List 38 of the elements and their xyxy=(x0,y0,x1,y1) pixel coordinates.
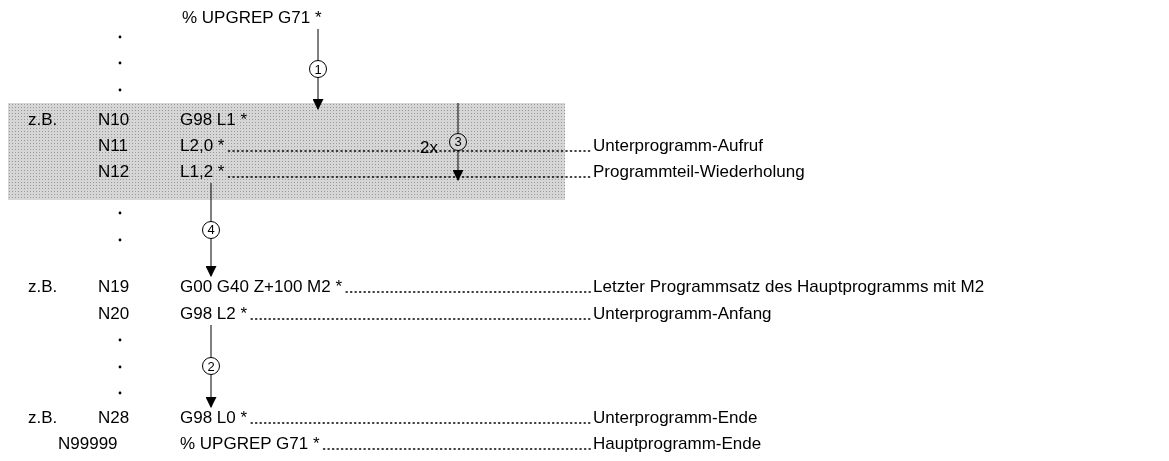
code-line: % UPGREP G71 * xyxy=(180,433,320,455)
code-line: % UPGREP G71 * xyxy=(182,7,322,29)
block-number: N19 xyxy=(98,276,130,298)
leader-line xyxy=(345,291,592,293)
example-marker: z.B. xyxy=(28,407,58,429)
block-number: N10 xyxy=(98,109,130,131)
leader-line xyxy=(227,176,592,178)
code-line: G98 L1 * xyxy=(180,109,470,131)
block-number: N12 xyxy=(98,161,130,183)
code-line: L2,0 * xyxy=(180,135,225,157)
description-text: Programmteil-Wiederholung xyxy=(593,161,805,183)
description-text: Hauptprogramm-Ende xyxy=(593,433,762,455)
block-number: N99999 xyxy=(58,433,118,455)
block-number: N28 xyxy=(98,407,130,429)
code-line: G00 G40 Z+100 M2 * xyxy=(180,276,343,298)
leader-line xyxy=(250,318,592,320)
arrow xyxy=(205,182,217,278)
leader-line xyxy=(322,448,592,450)
code-line: G98 L0 * xyxy=(180,407,248,429)
block-number: N20 xyxy=(98,303,130,325)
description-text: Letzter Programmsatz des Hauptprogramms mit M2 xyxy=(593,276,985,298)
example-marker: z.B. xyxy=(28,276,58,298)
repeat-count: 2x xyxy=(420,137,438,159)
step-number: 1 xyxy=(309,60,327,78)
block-number: N11 xyxy=(98,135,128,157)
leader-line xyxy=(250,422,592,424)
shaded-band xyxy=(8,103,565,200)
step-number: 4 xyxy=(202,220,220,239)
description-text: Unterprogramm-Aufruf xyxy=(593,135,764,157)
code-line: G98 L2 * xyxy=(180,303,248,325)
description-text: Unterprogramm-Anfang xyxy=(593,303,772,325)
example-marker: z.B. xyxy=(28,109,58,131)
code-line: L1,2 * xyxy=(180,161,225,183)
arrow xyxy=(452,102,464,182)
leader-line xyxy=(227,150,592,152)
description-text: Unterprogramm-Ende xyxy=(593,407,758,429)
step-number: 2 xyxy=(202,357,220,375)
arrow xyxy=(205,324,217,409)
